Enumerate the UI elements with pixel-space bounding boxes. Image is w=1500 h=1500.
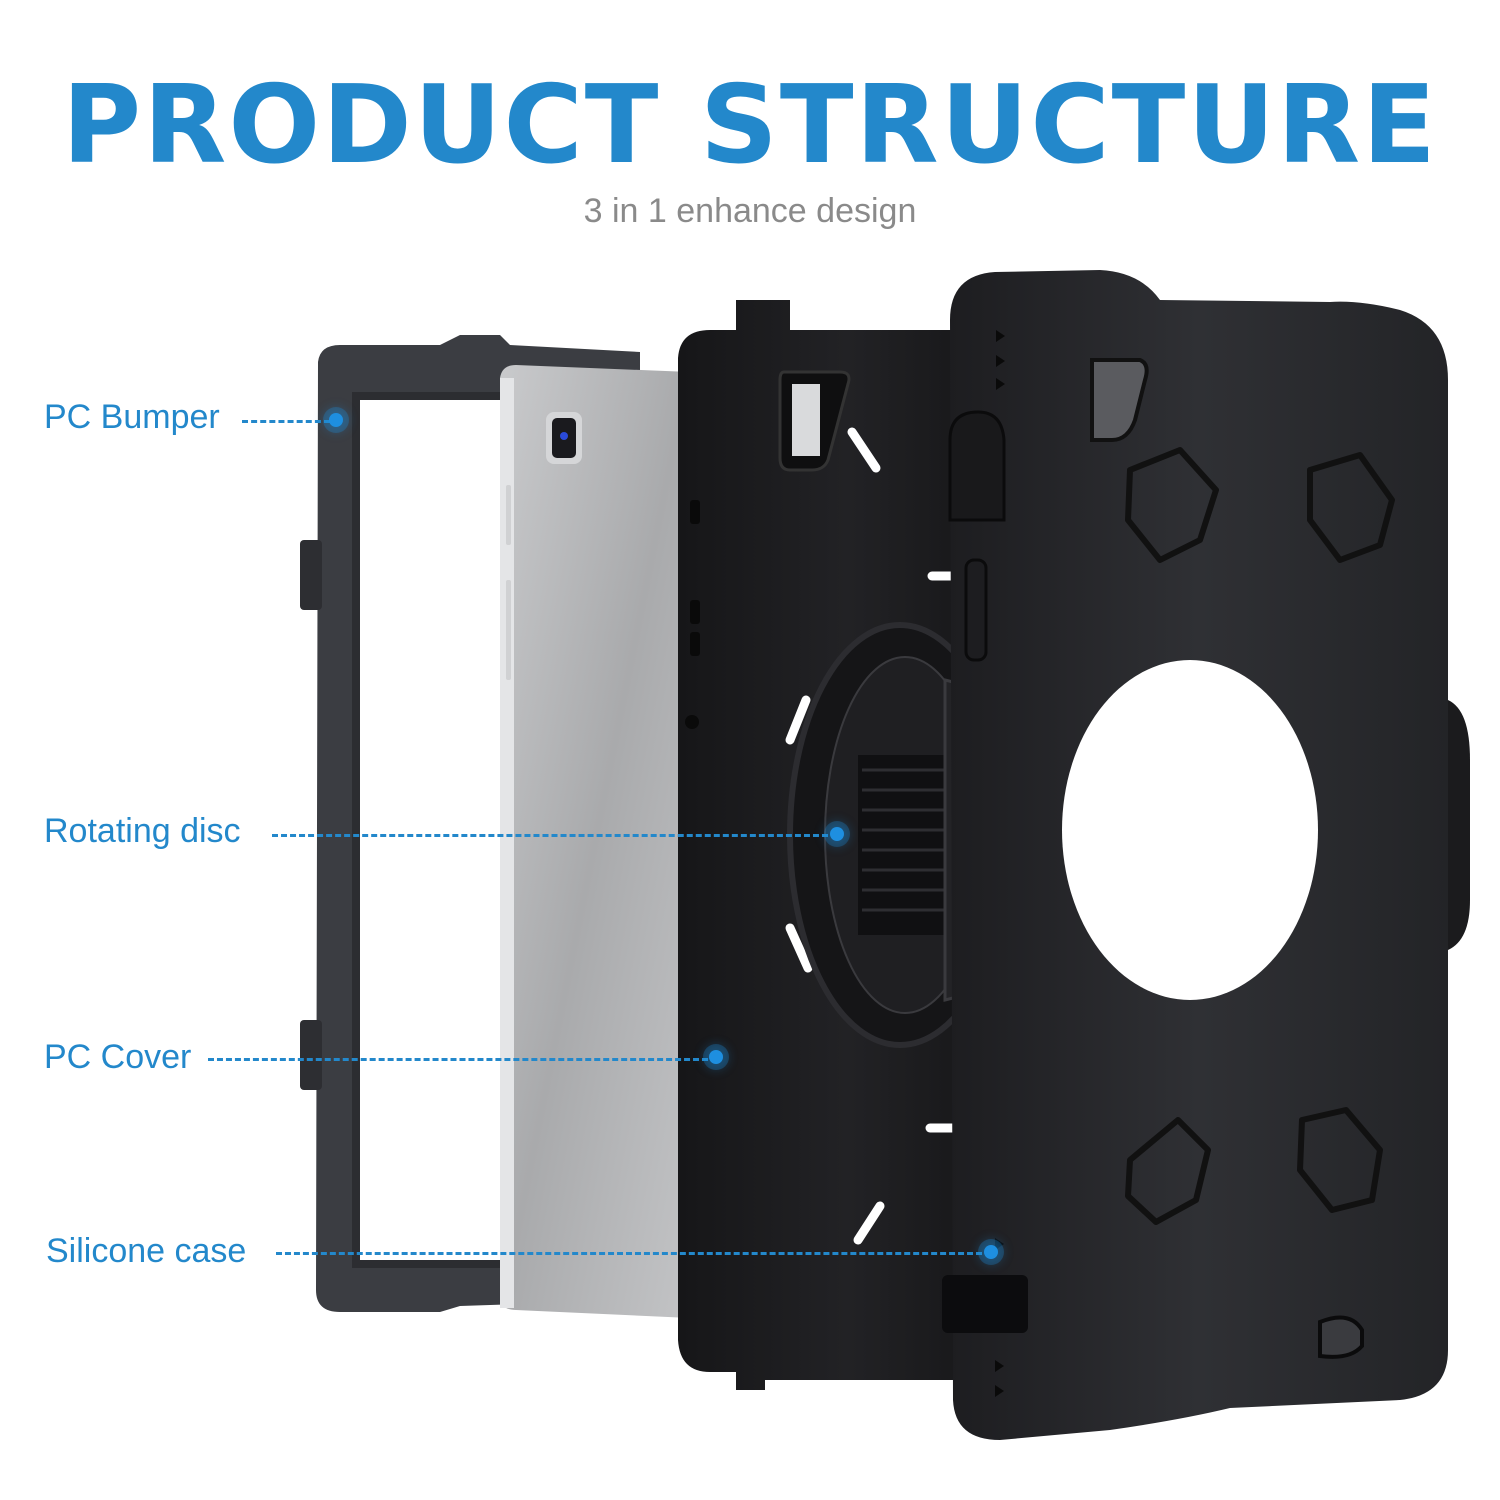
callout-line-pc-cover bbox=[208, 1058, 708, 1061]
callout-label-pc-bumper: PC Bumper bbox=[44, 398, 220, 436]
callout-dot-pc-cover bbox=[709, 1050, 723, 1064]
callout-label-pc-cover: PC Cover bbox=[44, 1038, 192, 1076]
page-subtitle: 3 in 1 enhance design bbox=[583, 192, 917, 230]
silicone-case bbox=[942, 270, 1470, 1440]
callout-label-silicone-case: Silicone case bbox=[46, 1232, 247, 1270]
callout-dot-pc-bumper bbox=[329, 413, 343, 427]
callout-line-pc-bumper bbox=[242, 420, 330, 423]
callout-line-silicone-case bbox=[276, 1252, 982, 1255]
callout-line-rotating-disc bbox=[272, 834, 828, 837]
callout-dot-silicone-case bbox=[984, 1245, 998, 1259]
callout-label-rotating-disc: Rotating disc bbox=[44, 812, 241, 850]
page-title: PRODUCT STRUCTURE bbox=[62, 63, 1438, 188]
tablet-device bbox=[500, 365, 690, 1318]
callout-dot-rotating-disc bbox=[830, 827, 844, 841]
